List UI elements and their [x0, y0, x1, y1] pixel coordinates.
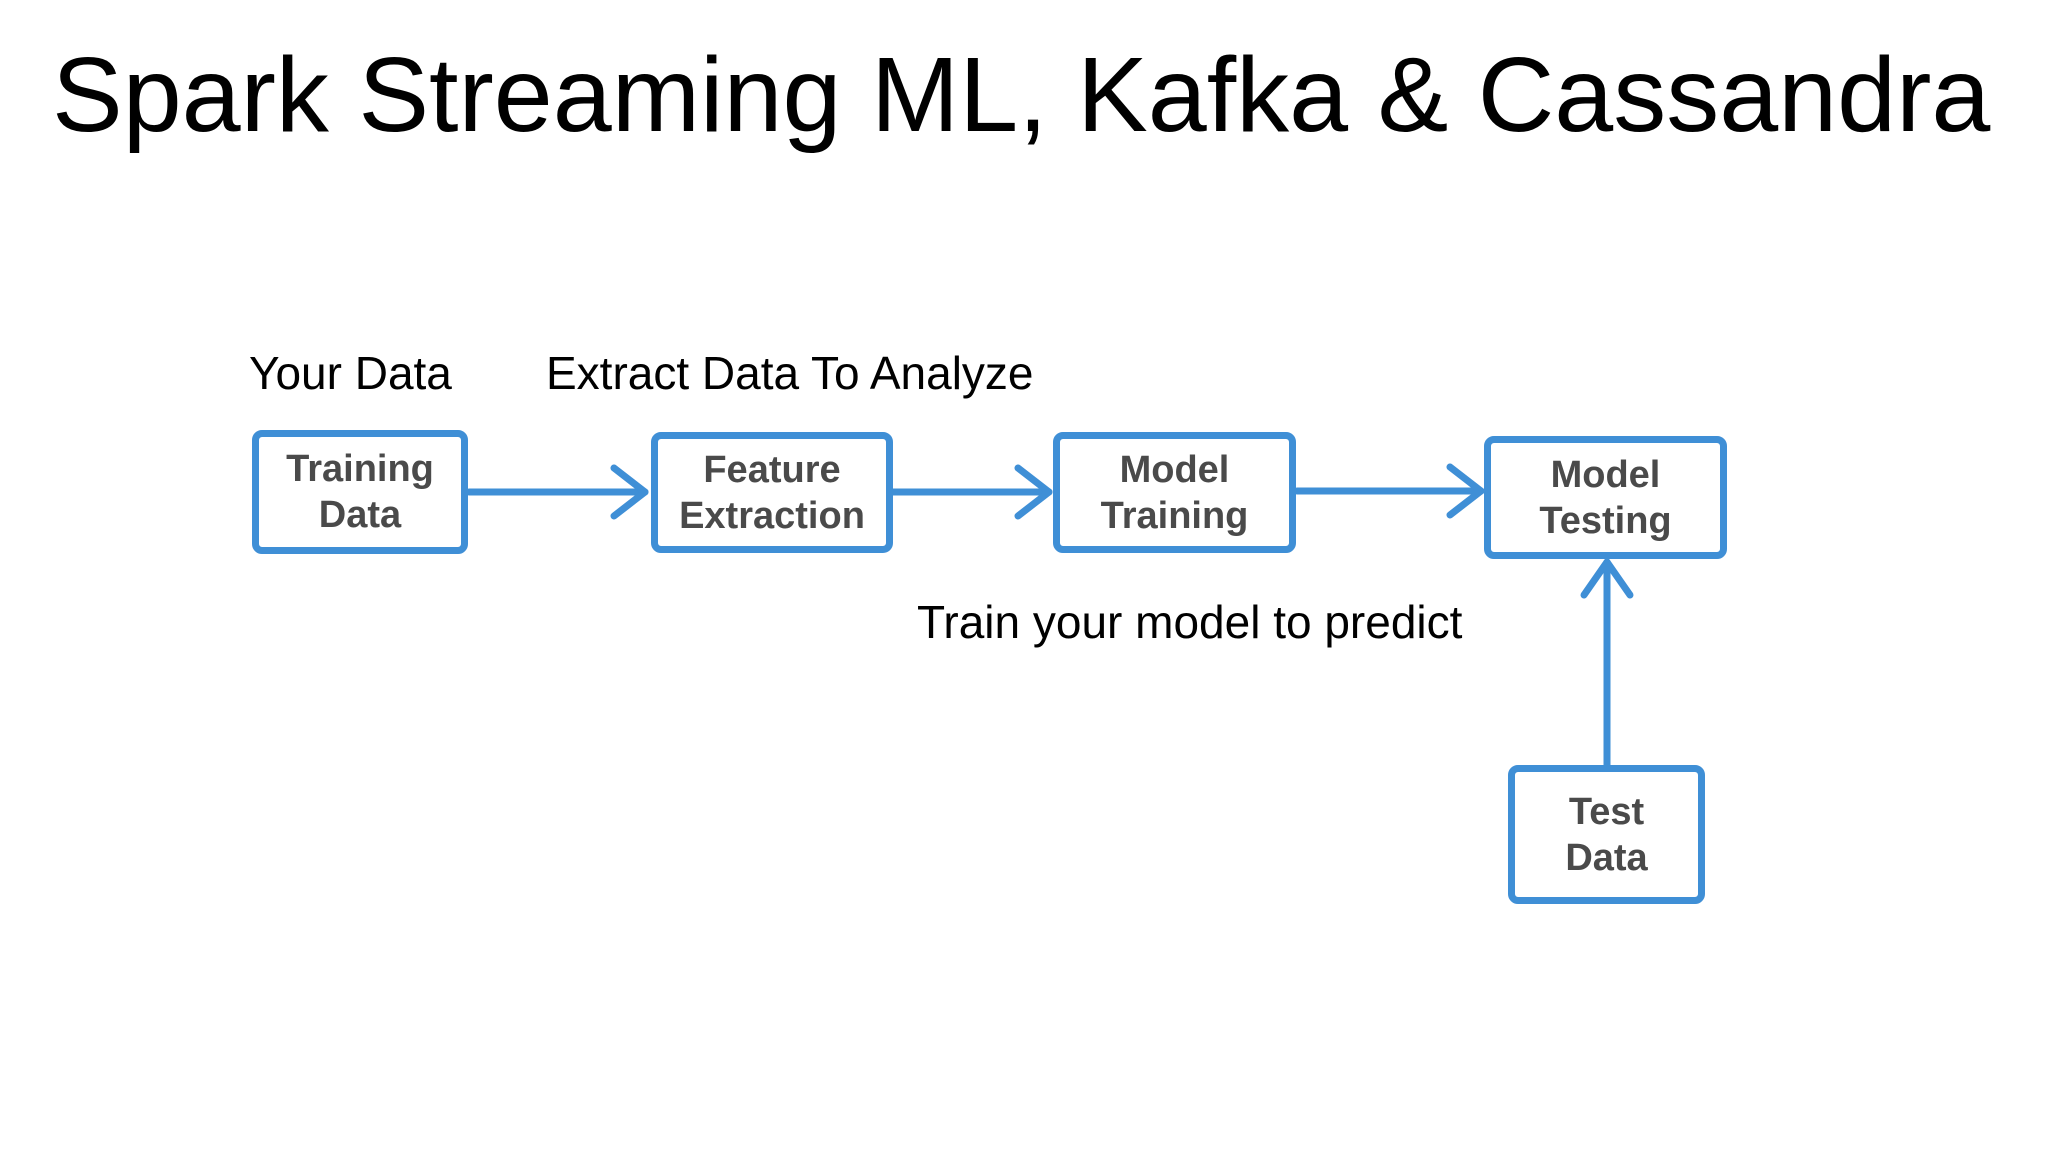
node-label: Training Data	[286, 448, 434, 536]
caption-your-data: Your Data	[249, 347, 452, 399]
node-label: Model Training	[1100, 448, 1249, 537]
node-model-training: Model Training	[1053, 432, 1296, 553]
node-model-testing: Model Testing	[1484, 436, 1727, 559]
node-test-data: Test Data	[1508, 765, 1705, 904]
arrow-training-to-feature	[465, 464, 649, 520]
node-training-data: Training Data	[252, 430, 468, 554]
node-label: Test Data	[1565, 790, 1648, 879]
caption-train-model: Train your model to predict	[917, 596, 1463, 648]
node-feature-extraction: Feature Extraction	[651, 432, 893, 553]
arrow-model-training-to-testing	[1293, 463, 1485, 519]
node-label: Model Testing	[1539, 453, 1672, 542]
node-label: Feature Extraction	[679, 448, 865, 537]
caption-extract-data: Extract Data To Analyze	[546, 347, 1034, 399]
arrow-test-data-to-testing	[1580, 558, 1634, 769]
arrow-feature-to-model-training	[889, 464, 1053, 520]
slide-title: Spark Streaming ML, Kafka & Cassandra	[52, 36, 1991, 154]
